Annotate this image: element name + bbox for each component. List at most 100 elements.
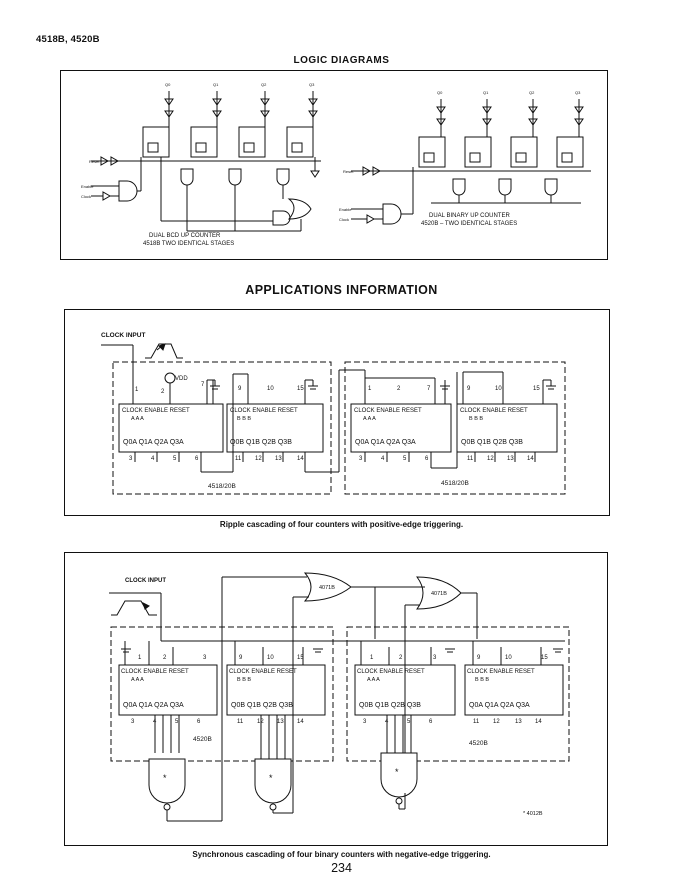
sync-pin: 14: [535, 719, 542, 725]
sync-block-a2: [354, 664, 456, 716]
sync-nand-note: * 4012B: [523, 811, 543, 817]
bcd-q1-label: Q1: [213, 82, 219, 87]
ripple-pin: 11: [235, 456, 242, 462]
ripple-pin: 1: [135, 387, 139, 393]
ripple-pin: 12: [487, 456, 494, 462]
sync-pin: 12: [493, 719, 500, 725]
ripple-block-a1-sub: A A A: [131, 416, 144, 422]
bin-flipflop-2: [510, 136, 538, 168]
sync-pin: 6: [197, 719, 201, 725]
bcd-q2-label: Q2: [261, 82, 267, 87]
sync-chip-right-outline: [346, 626, 570, 762]
bin-q0-label: Q0: [437, 90, 443, 95]
sync-pin: 15: [541, 655, 548, 661]
binary-counter-diagram: [351, 99, 591, 225]
bcd-q0-label: Q0: [165, 82, 171, 87]
ripple-pin: 15: [297, 386, 304, 392]
sync-pin: 5: [175, 719, 179, 725]
ripple-pin: 13: [507, 456, 514, 462]
ripple-block-b2-sub: B B B: [469, 416, 483, 422]
bcd-flipflop-0: [142, 126, 170, 158]
sync-pin: 3: [131, 719, 135, 725]
part-number-header: 4518B, 4520B: [36, 34, 100, 45]
bin-q2-label: Q2: [529, 90, 535, 95]
sync-cascade-svg: CLOCK INPUT 4071B 4071B 1 2 3: [109, 572, 570, 822]
logic-diagrams-title: LOGIC DIAGRAMS: [293, 55, 390, 66]
ripple-pin: 14: [297, 456, 304, 462]
page-number: 234: [331, 861, 352, 875]
ripple-pin: 11: [467, 456, 474, 462]
bin-enable-label: Enable: [339, 207, 352, 212]
ripple-pin: 6: [425, 456, 429, 462]
ripple-pin: 5: [173, 456, 177, 462]
sync-pin: 3: [203, 655, 207, 661]
ripple-pin: 9: [238, 386, 242, 392]
bcd-reset-label: Reset: [89, 159, 100, 164]
ripple-pin: 15: [533, 386, 540, 392]
sync-pin: 11: [473, 719, 480, 725]
ripple-block-b1-sub: B B B: [237, 416, 251, 422]
logic-diagrams-svg: Reset Enable Clock Q0 Q1 Q2 Q3 DUAL BCD …: [81, 82, 591, 247]
ripple-block-a2-outputs: Q0A Q1A Q2A Q3A: [355, 439, 416, 446]
sync-pin: 10: [505, 655, 512, 661]
sync-block-a2-inputs: CLOCK ENABLE RESET: [357, 669, 425, 675]
sync-pin: 13: [515, 719, 522, 725]
ripple-chip-left-label: 4518/20B: [208, 483, 236, 490]
bcd-counter-diagram: [91, 91, 321, 232]
sync-pin: 3: [433, 655, 437, 661]
sync-pin: 3: [363, 719, 367, 725]
sync-block-b2-inputs: CLOCK ENABLE RESET: [467, 669, 535, 675]
ripple-pin: 4: [151, 456, 155, 462]
ripple-pin: 6: [195, 456, 199, 462]
ripple-pin: 1: [368, 386, 372, 392]
ripple-pin: 9: [467, 386, 471, 392]
sync-block-b1-outputs: Q0B Q1B Q2B Q3B: [231, 702, 293, 709]
sync-pin: 15: [297, 655, 304, 661]
sync-nand-3-mark: *: [395, 767, 399, 777]
sync-nand-gate-3: [380, 752, 418, 798]
sync-block-a1-inputs: CLOCK ENABLE RESET: [121, 669, 189, 675]
ripple-pin: 14: [527, 456, 534, 462]
bin-reset-label: Reset: [343, 169, 354, 174]
sync-pin: 1: [138, 655, 142, 661]
sync-block-b1-sub: B B B: [237, 677, 251, 683]
sync-chip-left-label: 4520B: [193, 736, 212, 743]
ripple-block-a2-inputs: CLOCK ENABLE RESET: [354, 408, 422, 414]
ripple-cascade-frame: CLOCK INPUT VDD: [64, 309, 610, 516]
sync-block-b2: [464, 664, 564, 716]
ripple-pin: 2: [161, 389, 165, 395]
sync-block-a1-outputs: Q0A Q1A Q2A Q3A: [123, 702, 184, 709]
sync-pin: 1: [370, 655, 374, 661]
ripple-pin: 7: [427, 386, 431, 392]
ripple-vdd-label: VDD: [175, 376, 188, 382]
ripple-pin: 10: [495, 386, 502, 392]
sync-pin: 5: [407, 719, 411, 725]
ripple-block-b2-outputs: Q0B Q1B Q2B Q3B: [461, 439, 523, 446]
sync-clock-input-label: CLOCK INPUT: [125, 578, 166, 584]
bin-caption-line-1: DUAL BINARY UP COUNTER: [429, 213, 510, 219]
sync-pin: 2: [163, 655, 167, 661]
sync-block-b2-outputs: Q0A Q1A Q2A Q3A: [469, 702, 530, 709]
sync-pin: 13: [277, 719, 284, 725]
bin-flipflop-0: [418, 136, 446, 168]
ripple-cascade-svg: CLOCK INPUT VDD: [101, 332, 566, 495]
bcd-flipflop-1: [190, 126, 218, 158]
ripple-chip-right-label: 4518/20B: [441, 480, 469, 487]
sync-nand-gate-1: [148, 758, 186, 804]
ripple-block-a1-outputs: Q0A Q1A Q2A Q3A: [123, 439, 184, 446]
sync-pin: 10: [267, 655, 274, 661]
ripple-pin: 3: [359, 456, 363, 462]
bcd-q3-label: Q3: [309, 82, 315, 87]
bcd-flipflop-3: [286, 126, 314, 158]
sync-pin: 2: [399, 655, 403, 661]
sync-pin: 11: [237, 719, 244, 725]
ripple-pin: 3: [129, 456, 133, 462]
bin-clock-label: Clock: [339, 217, 349, 222]
sync-pin: 6: [429, 719, 433, 725]
ripple-pin: 2: [397, 386, 401, 392]
sync-block-a2-outputs: Q0B Q1B Q2B Q3B: [359, 702, 421, 709]
ripple-chip-left-outline: [112, 361, 332, 495]
ripple-pin: 5: [403, 456, 407, 462]
sync-pin: 9: [239, 655, 243, 661]
ripple-caption: Ripple cascading of four counters with p…: [219, 520, 464, 529]
